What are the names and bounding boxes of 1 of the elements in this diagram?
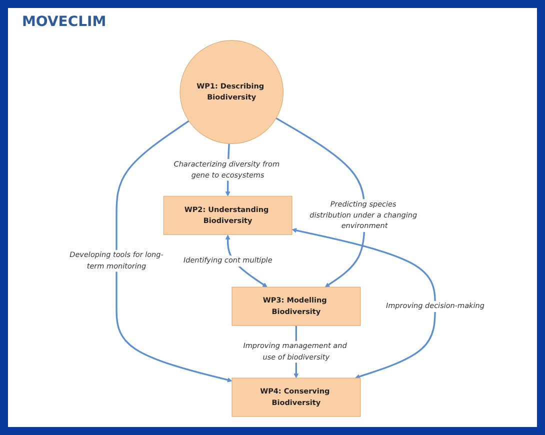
diagram-title: MOVECLIM	[22, 14, 106, 30]
